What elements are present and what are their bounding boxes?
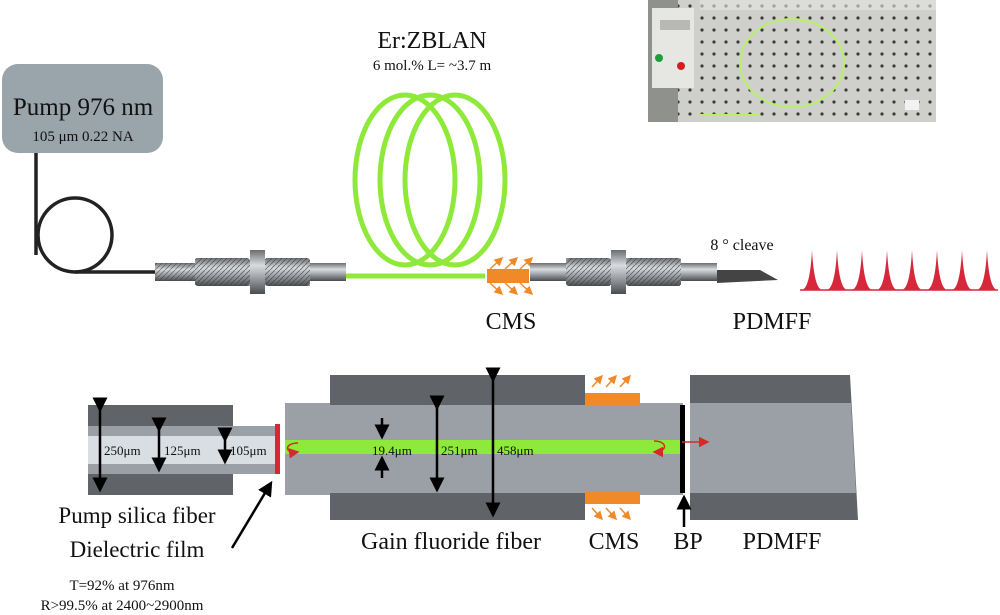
pulse-peak — [877, 250, 897, 290]
gain-spec: 6 mol.% L= ~3.7 m — [373, 58, 492, 74]
label-gain-fluoride-fiber: Gain fluoride fiber — [361, 529, 541, 555]
gain-fiber-coil — [346, 92, 508, 279]
cleave-label: 8 ° cleave — [710, 237, 773, 254]
pump-title: Pump 976 nm — [13, 94, 154, 121]
film-spec-reflection: R>99.5% at 2400~2900nm — [41, 598, 204, 614]
pump-module: Pump 976 nm 105 μm 0.22 NA — [2, 64, 163, 153]
pulse-peak — [927, 250, 947, 290]
label-pdmff-bottom: PDMFF — [743, 529, 822, 555]
pump-spec: 105 μm 0.22 NA — [32, 129, 134, 145]
label-cms-bottom: CMS — [589, 529, 640, 555]
pdmff-output-fiber — [717, 270, 778, 283]
fiber-connector-right — [530, 250, 717, 294]
pdmff-fiber-bottom — [690, 375, 858, 520]
pulse-peak — [852, 250, 872, 290]
pointer-arrows — [230, 480, 692, 549]
pump-delivery-fiber — [34, 153, 158, 274]
dim-label-125: 125μm — [164, 443, 201, 458]
pulse-peak — [902, 250, 922, 290]
pulse-train — [800, 250, 998, 291]
dim-label-250: 250μm — [104, 443, 141, 458]
dim-label-251: 251μm — [441, 443, 478, 458]
film-spec-transmission: T=92% at 976nm — [69, 578, 174, 594]
pulse-peak — [827, 250, 847, 290]
label-bp: BP — [673, 529, 702, 555]
pulse-peak — [802, 250, 822, 290]
label-pump-silica-fiber: Pump silica fiber — [58, 503, 215, 528]
gain-fluoride-fiber — [285, 375, 683, 520]
dim-label-458: 458μm — [497, 443, 534, 458]
dim-label-105: 105μm — [230, 443, 267, 458]
fiber-connector-left — [155, 250, 346, 294]
pdmff-top-label: PDMFF — [733, 309, 812, 335]
cms-top — [487, 256, 534, 296]
cms-top-label: CMS — [486, 309, 537, 335]
setup-photo — [648, 0, 936, 122]
pulse-peak — [977, 250, 997, 290]
bp-element — [680, 405, 685, 493]
pulse-peak — [952, 250, 972, 290]
cms-bottom — [585, 374, 640, 521]
gain-title: Er:ZBLAN — [377, 28, 486, 54]
reflection-arrows — [286, 436, 710, 459]
dimension-arrows — [92, 367, 501, 518]
label-dielectric-film: Dielectric film — [70, 537, 205, 562]
dielectric-film — [275, 424, 280, 474]
dim-label-19-4: 19.4μm — [372, 443, 412, 458]
